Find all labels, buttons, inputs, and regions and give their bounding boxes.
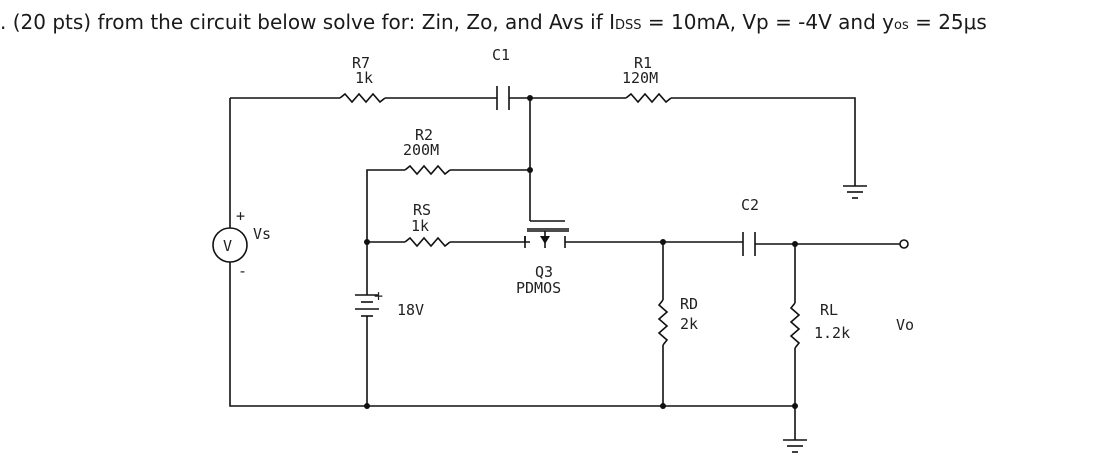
junction-dots: [364, 95, 798, 409]
capacitor-c1: [496, 86, 510, 110]
resistor-r2: [404, 164, 451, 176]
label-source-symbol: V: [223, 237, 232, 255]
label-r1-value: 120M: [622, 69, 658, 87]
output-terminal: [899, 239, 909, 249]
label-r2-name: R2: [415, 126, 433, 144]
label-output: Vo: [896, 316, 914, 334]
label-r7-value: 1k: [355, 69, 373, 87]
voltage-source: [212, 227, 248, 263]
label-rl-name: RL: [820, 301, 838, 319]
resistor-r7: [339, 92, 386, 104]
resistor-rd: [657, 299, 669, 346]
ground-symbol-top: [843, 180, 867, 199]
transistor-q3: [524, 220, 569, 248]
label-r1-name: R1: [634, 54, 652, 72]
label-rs-name: RS: [413, 201, 431, 219]
label-r7-name: R7: [352, 54, 370, 72]
label-source-minus: -: [238, 262, 247, 280]
question-text: . (20 pts) from the circuit below solve …: [0, 10, 987, 34]
label-battery-plus: +: [374, 287, 383, 305]
label-c1-name: C1: [492, 46, 510, 64]
label-battery-value: 18V: [397, 301, 424, 319]
ground-symbol-bottom: [783, 439, 807, 453]
resistor-r1: [625, 92, 672, 104]
resistor-rs: [404, 236, 451, 248]
capacitor-c2: [742, 232, 756, 256]
label-source-plus: +: [236, 207, 245, 225]
label-source-name: Vs: [253, 225, 271, 243]
battery-18v: [355, 294, 379, 323]
label-rd-value: 2k: [680, 315, 698, 333]
label-q3-type: PDMOS: [516, 279, 561, 297]
label-c2-name: C2: [741, 196, 759, 214]
label-rd-name: RD: [680, 295, 698, 313]
wires: [229, 97, 900, 440]
resistor-rl: [789, 302, 801, 349]
label-rl-value: 1.2k: [814, 324, 850, 342]
label-r2-value: 200M: [403, 141, 439, 159]
label-q3-name: Q3: [535, 263, 553, 281]
label-rs-value: 1k: [411, 217, 429, 235]
